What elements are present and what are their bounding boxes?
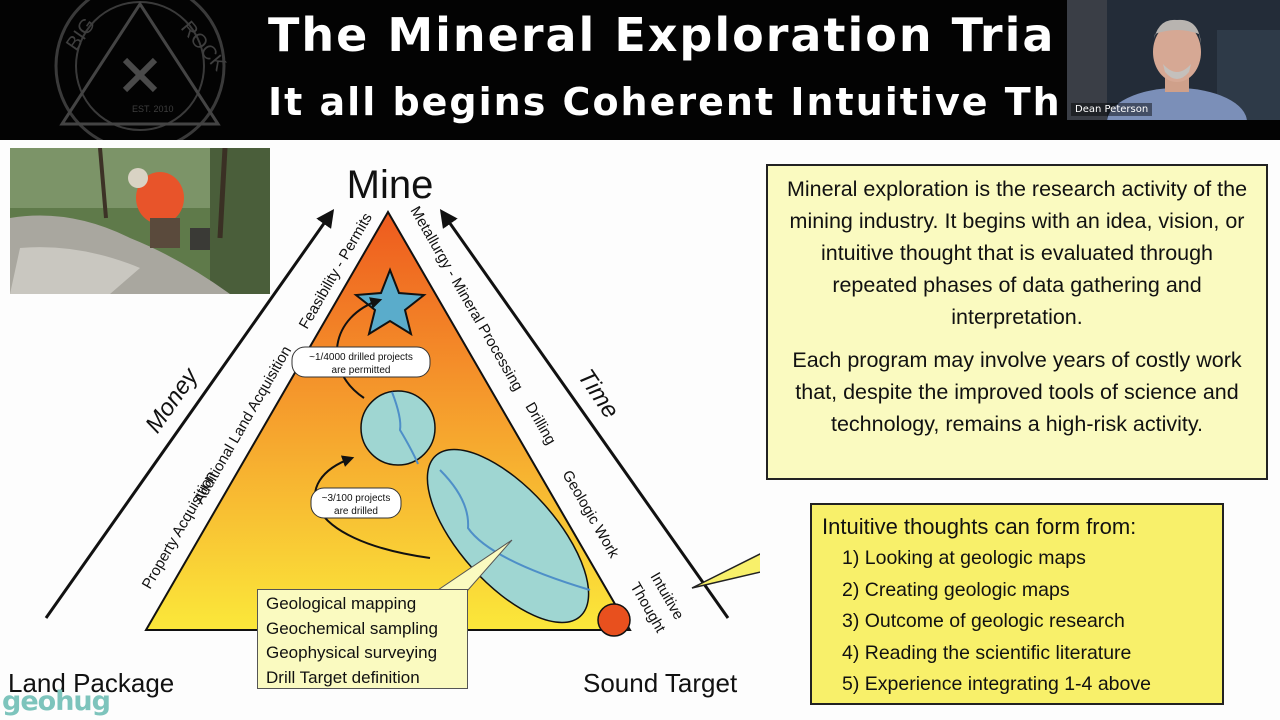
svg-text:EST. 2010: EST. 2010 [132, 104, 174, 114]
thoughts-title: Intuitive thoughts can form from: [822, 511, 1212, 543]
thought-item: 5) Experience integrating 1-4 above [842, 669, 1212, 701]
slide-title: The Mineral Exploration Tria [268, 8, 1055, 62]
sound-target-label: Sound Target [583, 668, 737, 699]
work-item: Geochemical sampling [266, 617, 459, 642]
money-axis-label: Money [140, 362, 205, 438]
callout-drilled-line2: are drilled [334, 506, 378, 517]
thought-item: 3) Outcome of geologic research [842, 606, 1212, 638]
thought-item: 4) Reading the scientific literature [842, 638, 1212, 670]
thought-item: 1) Looking at geologic maps [842, 543, 1212, 575]
work-item: Geophysical surveying [266, 641, 459, 666]
participant-name: Dean Peterson [1071, 103, 1152, 116]
participant-portrait [1067, 0, 1280, 120]
drilling-circle [361, 391, 435, 465]
intuitive-thoughts-box: Intuitive thoughts can form from: 1) Loo… [810, 503, 1224, 705]
intuitive-thought-dot [598, 604, 630, 636]
thought-item: 2) Creating geologic maps [842, 575, 1212, 607]
time-axis-label: Time [572, 364, 624, 423]
big-rock-logo: BIG ROCK EST. 2010 [40, 0, 240, 140]
description-paragraph-1: Mineral exploration is the research acti… [776, 173, 1258, 333]
thoughts-list: 1) Looking at geologic maps 2) Creating … [822, 543, 1212, 701]
mine-label: Mine [347, 163, 434, 207]
step-drilling: Drilling [522, 400, 560, 448]
description-paragraph-2: Each program may involve years of costly… [776, 344, 1258, 440]
work-item: Drill Target definition [266, 666, 459, 691]
participant-video[interactable]: Dean Peterson [1067, 0, 1280, 120]
slide-subtitle: It all begins Coherent Intuitive Th [268, 80, 1062, 124]
exploration-description-box: Mineral exploration is the research acti… [766, 164, 1268, 480]
callout-drilled-line1: ~3/100 projects [322, 493, 391, 504]
callout-permitted-line1: ~1/4000 drilled projects [309, 352, 413, 363]
exploration-work-box: Geological mapping Geochemical sampling … [257, 589, 468, 689]
work-item: Geological mapping [266, 592, 459, 617]
geohug-watermark: geohug [2, 686, 110, 717]
callout-permitted-line2: are permitted [332, 365, 391, 376]
